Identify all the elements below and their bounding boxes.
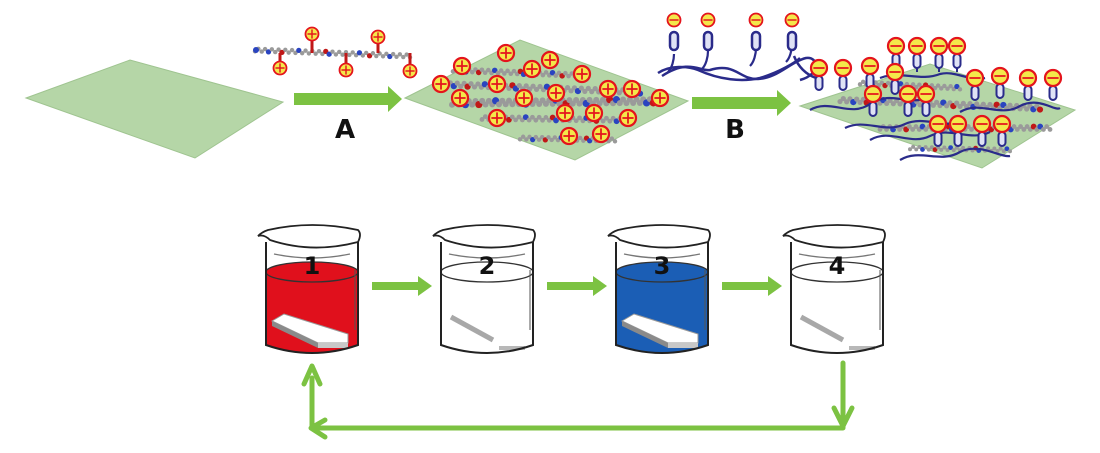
negative-charge-icon [948, 114, 968, 134]
step-b-label: B [725, 115, 745, 145]
negative-charge-icon [809, 58, 829, 78]
step-a-arrow [294, 86, 402, 112]
beaker-3-number: 3 [654, 252, 671, 280]
negative-charge-icon [700, 12, 716, 28]
beaker-3: 3 [607, 224, 711, 354]
beaker-3-slide [620, 313, 699, 348]
negative-charge-icon [929, 36, 949, 56]
negative-charge-icon [748, 12, 764, 28]
cycle-return-arrow [301, 360, 855, 440]
positive-charge-icon [450, 88, 470, 108]
positive-charge-icon [598, 79, 618, 99]
beaker-2-solution [441, 272, 533, 353]
polyanion-molecule [657, 12, 817, 82]
beaker-wall [440, 242, 534, 354]
polymer-backbone [449, 96, 663, 109]
positive-charge-icon [514, 88, 534, 108]
beaker-1-number: 1 [304, 252, 321, 280]
negative-charge-icon [992, 114, 1012, 134]
positive-charge-icon [584, 103, 604, 123]
beaker-wall [790, 242, 884, 354]
negative-charge-icon [1043, 68, 1063, 88]
negative-charge-icon [947, 36, 967, 56]
positive-charge-icon [572, 64, 592, 84]
negative-charge-icon [885, 62, 905, 82]
positive-charge-icon [546, 83, 566, 103]
positive-charge-icon [555, 103, 575, 123]
beaker-rim [257, 224, 361, 249]
positive-charge-icon [431, 74, 451, 94]
beaker-rim [607, 224, 711, 249]
negative-charge-icon [907, 36, 927, 56]
beaker-rim [782, 224, 886, 249]
positive-charge-icon [559, 126, 579, 146]
negative-charge-icon [898, 84, 918, 104]
positive-charge-icon [522, 59, 542, 79]
beaker-1: 1 [257, 224, 361, 354]
negative-charge-icon [860, 56, 880, 76]
graduation-mark [448, 253, 526, 259]
positive-charge-icon [452, 56, 472, 76]
negative-charge-icon [990, 66, 1010, 86]
beaker-1-to-2-arrow [372, 276, 432, 296]
beaker-wall [265, 242, 359, 354]
positive-charge-icon [304, 26, 320, 42]
positive-charge-icon [622, 79, 642, 99]
positive-charge-icon [402, 63, 418, 79]
positive-charge-icon [272, 60, 288, 76]
polycation-coated-substrate [403, 39, 690, 161]
positive-charge-icon [650, 88, 670, 108]
beaker-1-slide [270, 313, 349, 348]
negative-charge-icon [972, 114, 992, 134]
negative-charge-icon [928, 114, 948, 134]
positive-charge-icon [370, 29, 386, 45]
negative-charge-icon [886, 36, 906, 56]
negative-charge-icon [965, 68, 985, 88]
positive-charge-icon [618, 108, 638, 128]
positive-charge-icon [487, 108, 507, 128]
polycation-molecule [252, 26, 418, 79]
graduation-mark [798, 253, 876, 259]
polymer-backbone [252, 46, 413, 60]
negative-charge-icon [916, 84, 936, 104]
beaker-4: 4 [782, 224, 886, 354]
beaker-4-number: 4 [829, 252, 846, 280]
graduation-mark [273, 253, 351, 259]
step-a-label: A [335, 115, 355, 145]
bare-substrate [24, 59, 285, 159]
beaker-2: 2 [432, 224, 536, 354]
negative-charge-icon [863, 84, 883, 104]
bilayer-coated-substrate [798, 36, 1077, 169]
negative-charge-icon [1018, 68, 1038, 88]
graduation-mark [623, 253, 701, 259]
beaker-2-number: 2 [479, 252, 496, 280]
beaker-wall [615, 242, 709, 354]
negative-charge-icon [784, 12, 800, 28]
positive-charge-icon [487, 74, 507, 94]
positive-charge-icon [338, 62, 354, 78]
step-b-arrow [692, 90, 791, 116]
negative-charge-icon [666, 12, 682, 28]
polymer-backbone [450, 66, 578, 79]
negative-charge-icon [833, 58, 853, 78]
positive-charge-icon [496, 43, 516, 63]
beaker-3-to-4-arrow [722, 276, 782, 296]
beaker-rim [432, 224, 536, 249]
positive-charge-icon [591, 124, 611, 144]
positive-charge-icon [540, 50, 560, 70]
beaker-2-to-3-arrow [547, 276, 607, 296]
beaker-4-solution [791, 272, 883, 353]
